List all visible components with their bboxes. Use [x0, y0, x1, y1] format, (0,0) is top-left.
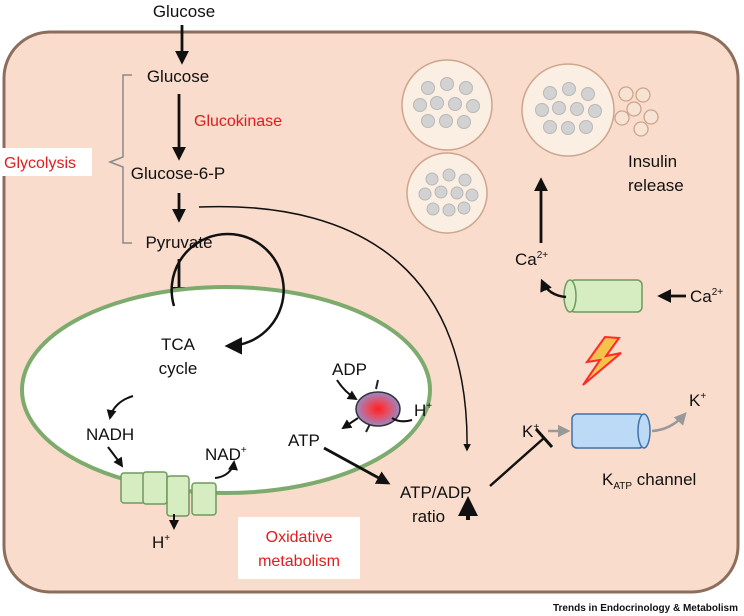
synthase-stalk-upper — [375, 379, 379, 390]
synthase-to-atp-arrow — [341, 417, 359, 430]
h-bottom-label: H+ — [152, 533, 170, 552]
ca-channel — [563, 279, 643, 313]
tca-cycle-arrow — [170, 232, 285, 355]
nadh-label: NADH — [86, 425, 134, 444]
pyruvate-label: Pyruvate — [145, 233, 212, 252]
nad-label: NAD+ — [205, 445, 247, 464]
insulin-vesicle-3 — [406, 152, 488, 234]
glucokinase-label: Glucokinase — [194, 113, 282, 130]
atp-to-ratio-arrow — [323, 446, 391, 485]
insulin-label: Insulin — [628, 152, 677, 171]
ca-release-arrow — [540, 278, 567, 299]
release-label: release — [628, 176, 684, 195]
adp-label: ADP — [332, 360, 367, 379]
released-insulin-granules — [614, 86, 659, 137]
tca-cycle: TCA cycle — [159, 232, 285, 378]
k-efflux-arrow — [651, 412, 687, 433]
tca-label: TCA — [161, 335, 196, 354]
glycolysis-to-ratio-arrow — [198, 205, 471, 452]
katp-channel — [571, 413, 651, 449]
lightning-icon — [582, 335, 622, 386]
metabolism-label: metabolism — [258, 553, 340, 570]
nadh-to-chain-arrow — [107, 446, 124, 468]
ratio-inhibits-katp — [489, 428, 554, 487]
insulin-vesicle-2 — [521, 63, 615, 157]
electron-transport-chain — [120, 471, 217, 517]
k-outside-label: K+ — [689, 391, 706, 410]
glycolysis-label: Glycolysis — [4, 155, 76, 172]
journal-credit: Trends in Endocrinology & Metabolism — [553, 603, 738, 614]
atp-synthase-icon — [355, 391, 401, 427]
glucose-outside-label: Glucose — [153, 2, 215, 21]
glycolysis-bracket — [107, 74, 132, 244]
oxidative-box — [238, 517, 360, 579]
katp-channel-label: KATP channel — [602, 470, 696, 492]
proton-in-arrow — [391, 417, 413, 423]
mitochondrion — [20, 285, 432, 495]
tca-to-nadh-arrow — [106, 395, 134, 420]
atp-adp-label: ATP/ADP — [400, 483, 471, 502]
glucose-outside-box — [125, 0, 243, 26]
glycolysis-box — [0, 148, 92, 176]
k-inside-label: K+ — [522, 422, 539, 441]
oxidative-label: Oxidative — [266, 529, 333, 546]
cycle-label: cycle — [159, 359, 198, 378]
insulin-vesicle-1 — [401, 59, 493, 151]
adp-to-synthase-arrow — [336, 379, 358, 401]
chain-to-nad-arrow — [214, 460, 238, 479]
h-right-label: H+ — [414, 401, 432, 420]
glucose-inside-label: Glucose — [147, 67, 209, 86]
ca-inside-label: Ca2+ — [515, 250, 548, 269]
atp-label: ATP — [288, 431, 320, 450]
ca-outside-label: Ca2+ — [690, 287, 723, 306]
ratio-label: ratio — [412, 507, 445, 526]
glucose-6-p-label: Glucose-6-P — [131, 164, 225, 183]
